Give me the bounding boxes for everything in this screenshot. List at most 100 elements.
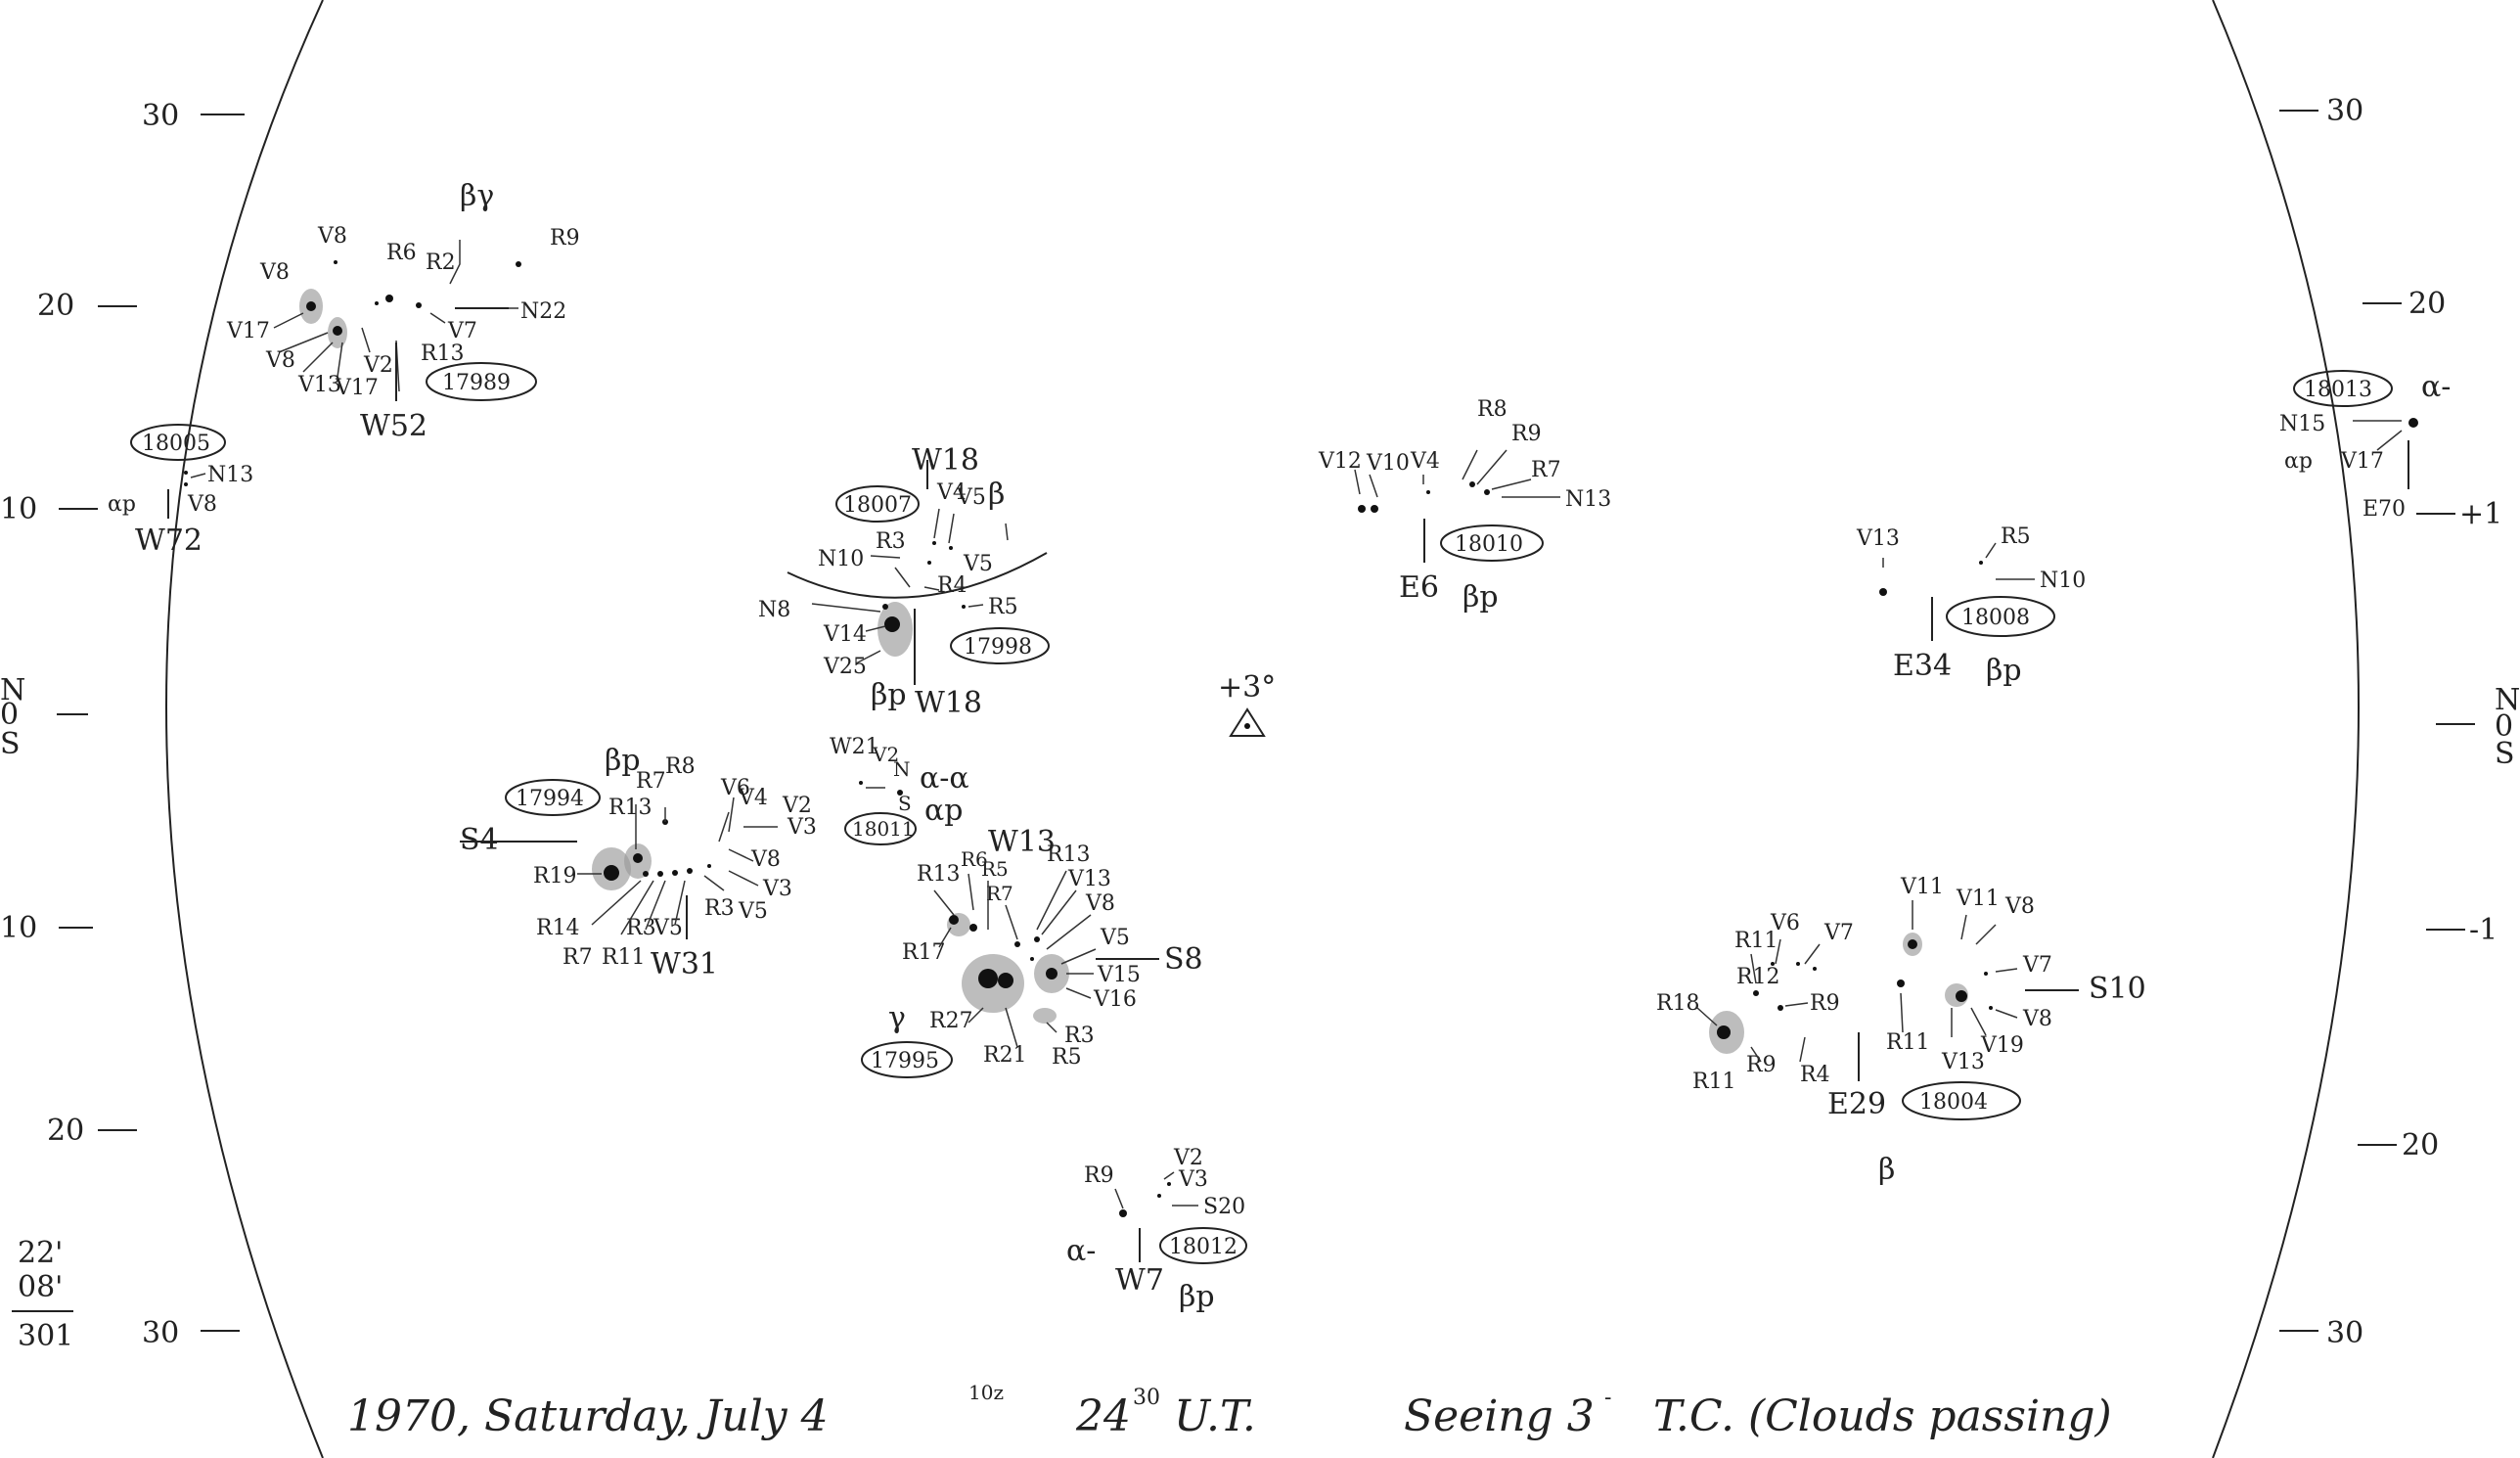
spot-label: V8 <box>187 492 217 517</box>
region-position: W52 <box>360 409 428 443</box>
region-class-extra: αp <box>2284 449 2313 474</box>
spot-label: R18 <box>1656 991 1700 1016</box>
region-latitude: N22 <box>520 299 566 324</box>
region-17995: R13 R6 R5 R7 W13 R13 V13 V8 V5 V15 V16 S… <box>861 825 1203 1078</box>
corner-note: 22' 08' 301 <box>12 1236 73 1353</box>
spot-label: V2 <box>782 794 812 818</box>
spot-label: R5 <box>2001 524 2031 549</box>
region-latitude: N15 <box>2279 412 2325 436</box>
region-number: 17989 <box>442 371 511 395</box>
spot-label: V19 <box>1980 1033 2024 1058</box>
right-tick-label: 30 <box>2326 1316 2363 1350</box>
region-class: βp <box>871 678 907 712</box>
center-marker: +3° <box>1218 670 1276 737</box>
spot-label: R4 <box>937 573 968 598</box>
spot-label: V8 <box>317 224 347 249</box>
spot-label: V7 <box>1823 921 1854 945</box>
spot-label: V16 <box>1093 987 1137 1012</box>
spot-label: R11 <box>1692 1070 1736 1094</box>
region-class: γ <box>888 1001 906 1035</box>
region-17998: N8 R5 V14 V25 17998 βp W18 <box>758 595 1050 720</box>
spot-label: V10 <box>1366 451 1410 476</box>
region-position: W31 <box>651 947 718 981</box>
spot-label: R7 <box>1531 458 1561 482</box>
footer-time: 24 <box>1075 1391 1131 1441</box>
footer-seeing: Seeing 3 <box>1404 1391 1595 1441</box>
region-18004: V11 V11 V8 R11 V6 V7 R12 V7 R18 R9 V8 R9… <box>1656 875 2146 1187</box>
spot-label: R7 <box>636 769 666 794</box>
spot-label: R13 <box>608 796 652 820</box>
spot-label: V11 <box>1900 875 1944 899</box>
footer-note: 1970, Saturday, July 4 10z 24 30 U.T. Se… <box>347 1381 2112 1441</box>
spot-label: R8 <box>1477 397 1508 422</box>
spot-label: R3 <box>704 896 735 921</box>
region-class: βp <box>1462 580 1499 615</box>
spot-label: V17 <box>335 376 379 400</box>
region-class: β <box>988 478 1005 512</box>
region-number: 18005 <box>142 432 210 456</box>
spot-label: R21 <box>983 1043 1027 1068</box>
spot-label: R8 <box>665 754 696 779</box>
spot-label: V13 <box>297 373 341 397</box>
footer-time-suffix: U.T. <box>1174 1391 1256 1441</box>
spot-label: R7 <box>986 882 1013 905</box>
corner-note-line: 22' <box>18 1236 63 1270</box>
spot-label: V13 <box>1941 1050 1985 1074</box>
region-latitude: N13 <box>207 463 253 487</box>
spot-label: N <box>893 757 911 781</box>
spot-label: V5 <box>956 485 986 510</box>
footer-date-sup: 10z <box>968 1381 1004 1404</box>
spot-label: R9 <box>550 226 580 251</box>
plage-boundary <box>787 552 1048 599</box>
spot-label: V15 <box>1097 963 1141 987</box>
left-tick-label: 0 <box>0 698 19 732</box>
spot-label: R9 <box>1810 991 1840 1016</box>
region-number: 18007 <box>843 493 912 518</box>
left-tick-label: 10 <box>0 492 37 526</box>
region-position: W21 <box>830 735 879 759</box>
region-position: W18 <box>912 443 979 478</box>
region-18010: V12 V10 V4 R8 R9 R7 N13 18010 E6 βp <box>1318 397 1611 615</box>
spot-label: R17 <box>902 940 946 965</box>
region-latitude: S4 <box>460 823 499 857</box>
left-tick-label: N <box>0 673 25 707</box>
footer-observer: T.C. (Clouds passing) <box>1653 1391 2112 1441</box>
spot-label: R5 <box>981 857 1009 881</box>
left-tick-label: 20 <box>47 1114 84 1148</box>
limb-right <box>2212 0 2360 1458</box>
left-tick-label: 30 <box>142 99 179 133</box>
region-class: α- <box>2421 370 2451 404</box>
footer-date: 1970, Saturday, July 4 <box>347 1391 829 1441</box>
region-number: 18013 <box>2304 378 2372 402</box>
spot-label: R6 <box>961 847 988 871</box>
spot-label: R27 <box>929 1009 973 1033</box>
spot-label: V8 <box>259 260 290 285</box>
spot-label: R5 <box>988 595 1018 619</box>
spot-label: V4 <box>738 786 768 810</box>
spot-label: R3 <box>876 529 906 554</box>
spot-label: R3 <box>626 916 656 940</box>
region-class: αp <box>108 492 136 517</box>
spot-label: R5 <box>1052 1045 1082 1070</box>
region-position: E6 <box>1399 570 1439 605</box>
region-number: 18011 <box>852 817 915 841</box>
spot-label: V8 <box>2022 1007 2052 1031</box>
spot-label: V14 <box>823 622 867 647</box>
spot-label: V13 <box>1856 526 1900 551</box>
center-marker-label: +3° <box>1218 670 1276 705</box>
region-18011: W21 V2 N S α-α αp 18011 <box>830 735 969 845</box>
spot-label: V11 <box>1956 887 2000 911</box>
spot-label: R3 <box>1064 1024 1095 1048</box>
region-position: E70 <box>2362 497 2406 522</box>
spot-label: R9 <box>1511 422 1542 446</box>
spot-label: V7 <box>2022 953 2052 978</box>
region-number: 18008 <box>1961 606 2030 630</box>
region-position: W7 <box>1115 1263 1164 1298</box>
spot-label: R11 <box>1886 1030 1930 1055</box>
region-class: βγ <box>460 179 494 213</box>
spot-label: R7 <box>562 945 593 970</box>
region-18005: 18005 N13 V8 αp W72 <box>59 424 253 558</box>
region-number: 17995 <box>871 1049 939 1073</box>
spot-label: R2 <box>426 251 456 275</box>
spot-label: N10 <box>818 547 864 571</box>
